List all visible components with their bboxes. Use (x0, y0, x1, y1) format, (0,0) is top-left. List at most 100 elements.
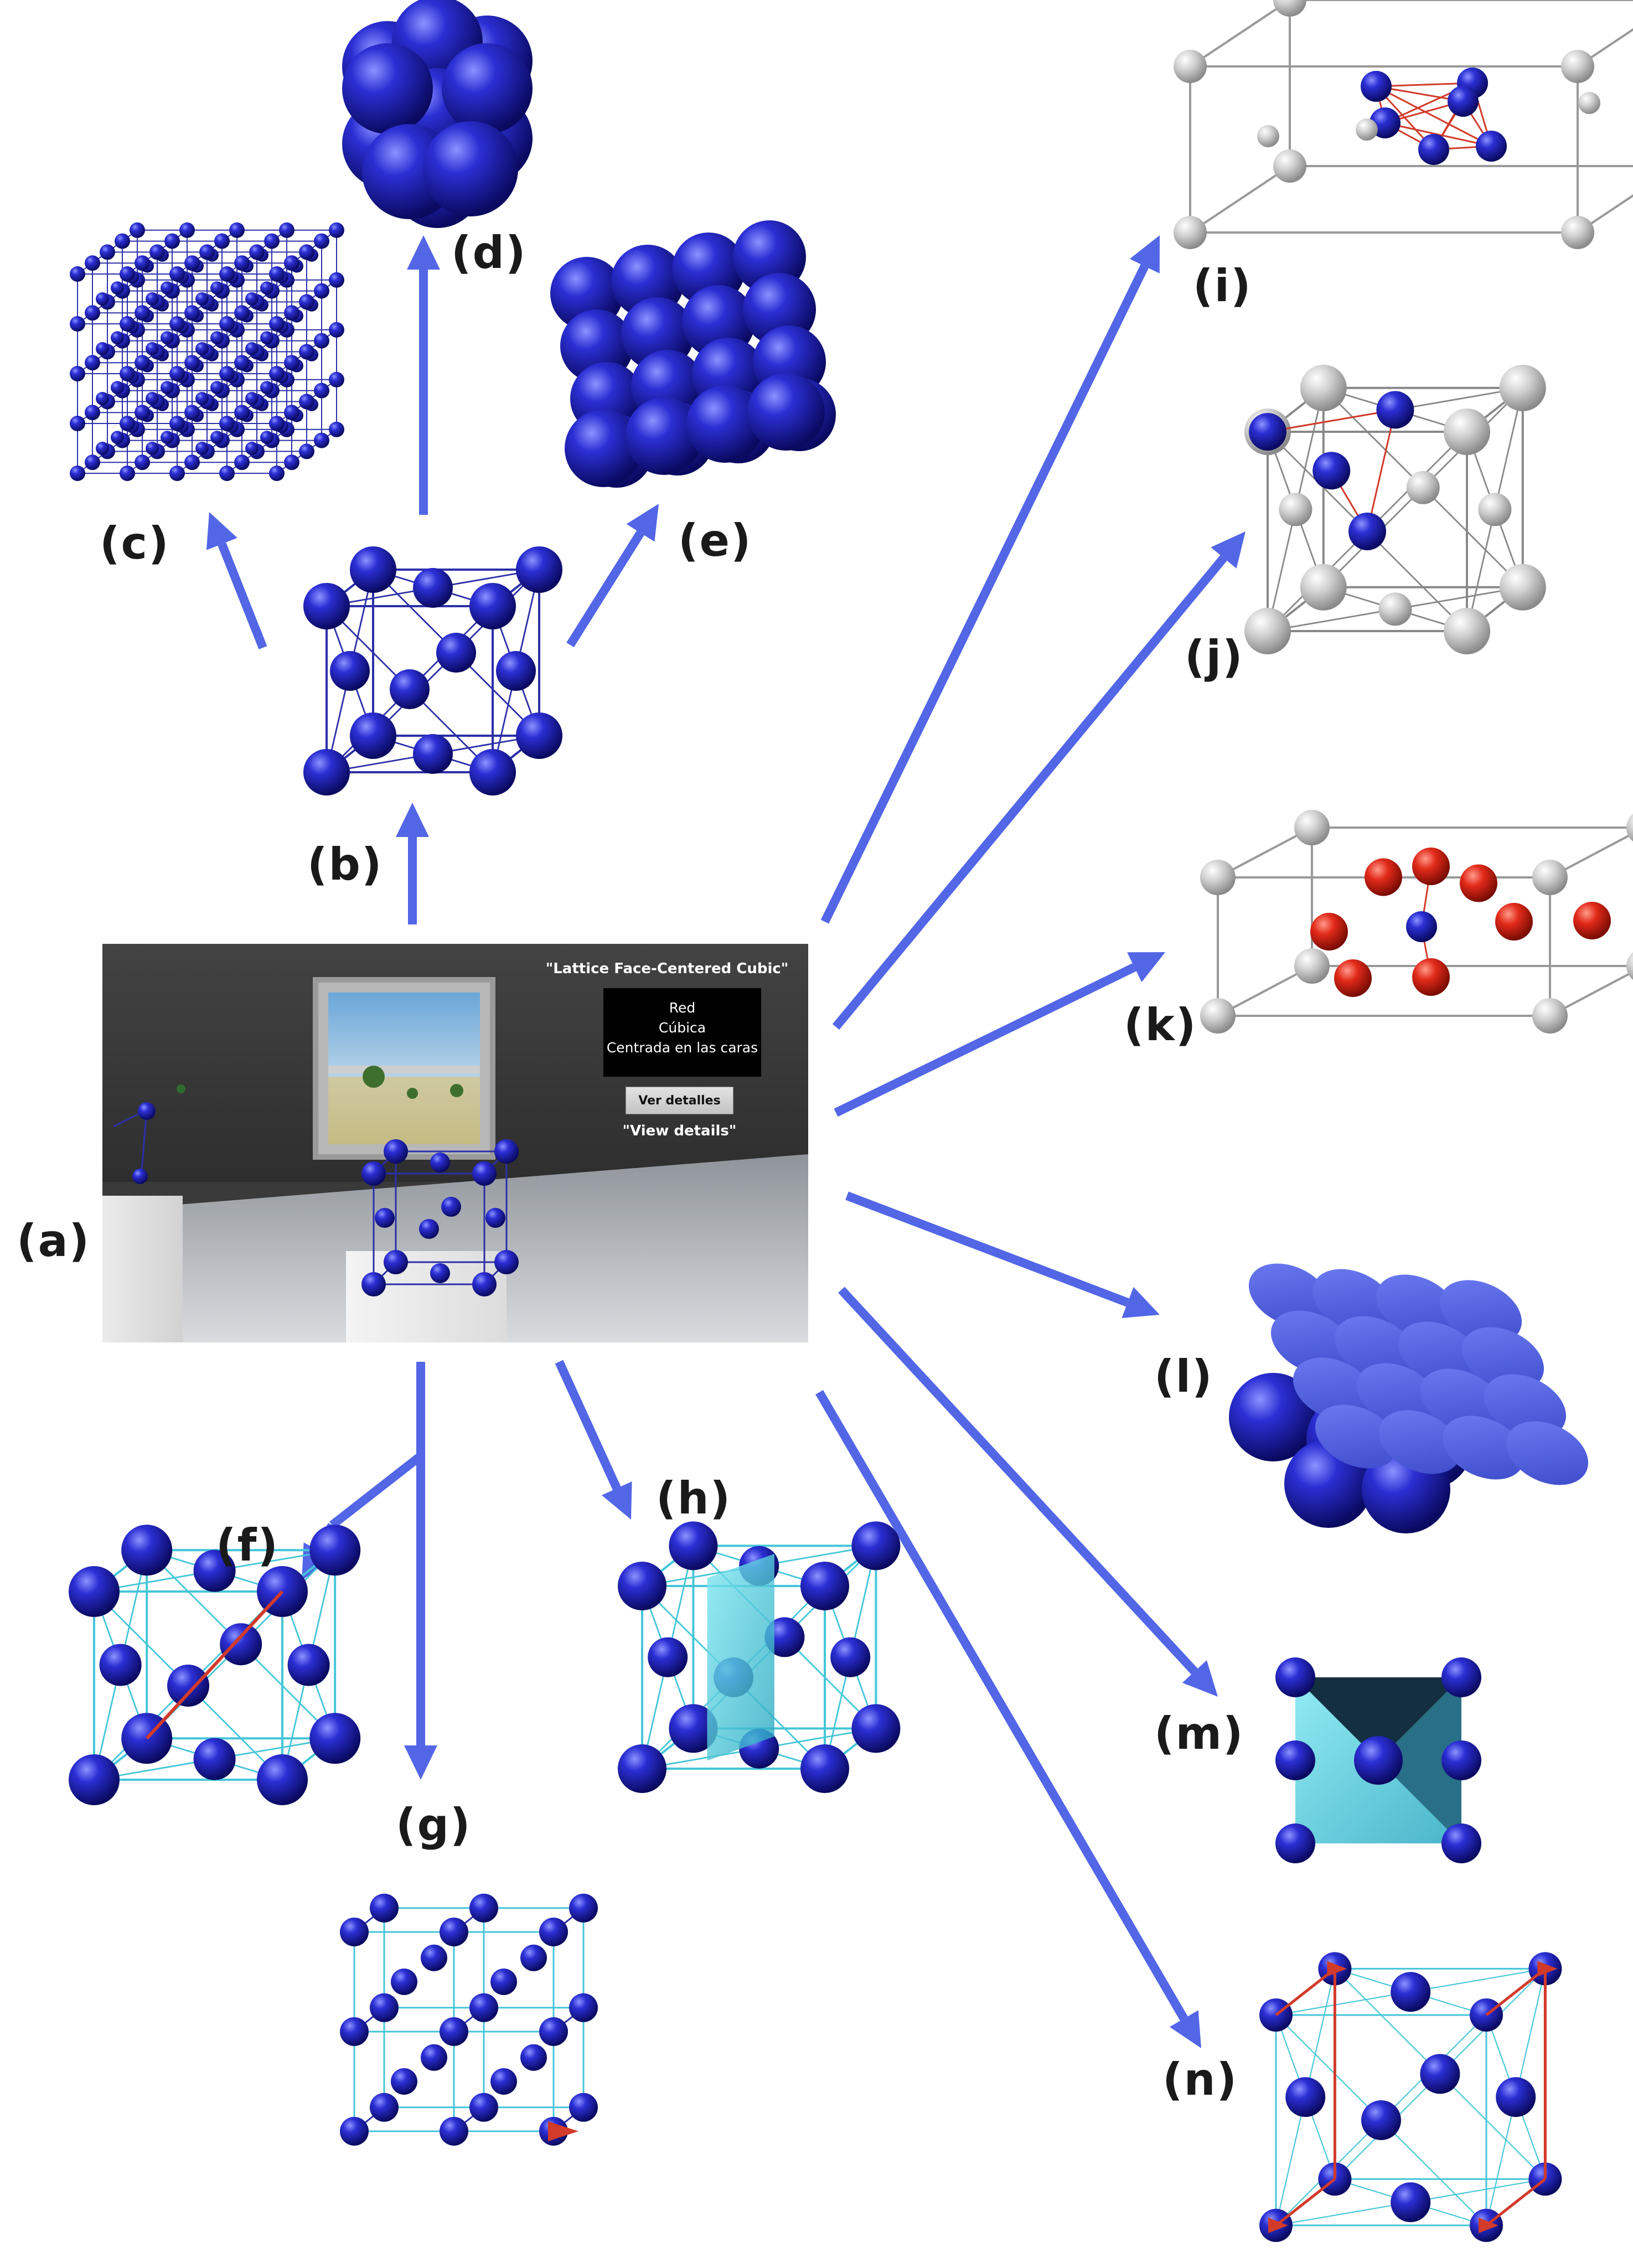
atom-sphere-icon (210, 431, 224, 445)
lattice-panel-n (1259, 1952, 1562, 2242)
atom-sphere-icon (419, 1219, 439, 1239)
atom-sphere-icon (138, 1102, 156, 1120)
arrow-icon (845, 1191, 1160, 1318)
atom-sphere-icon (329, 272, 344, 288)
atom-sphere-icon (85, 355, 100, 371)
atom-sphere-icon (220, 1623, 262, 1666)
atom-sphere-icon (193, 1549, 236, 1592)
void-face (1295, 1677, 1461, 1760)
atom-sphere-icon (161, 431, 174, 445)
atom-sphere-icon (135, 405, 150, 421)
view-details-button[interactable]: Ver detalles (626, 1087, 733, 1114)
atom-sphere-icon (851, 1704, 901, 1753)
atom-sphere-icon (164, 233, 180, 249)
atom-sphere-icon (565, 410, 642, 487)
lattice-panel-f (69, 1525, 361, 1805)
atom-sphere-icon (1300, 564, 1347, 611)
atom-sphere-icon (1279, 493, 1312, 526)
atom-sphere-icon (441, 1197, 461, 1217)
atom-sphere-icon (299, 394, 314, 410)
atom-sphere-icon (264, 233, 280, 249)
atom-sphere-icon (169, 466, 185, 481)
atom-sphere-icon (329, 222, 344, 238)
atom-sphere-icon (199, 244, 215, 260)
lattice-panel-i (1174, 0, 1633, 249)
vr-screenshot-panel-a: "Lattice Face-Centered Cubic" Red Cúbica… (102, 944, 808, 1342)
atom-sphere-icon (430, 1263, 450, 1283)
arrow-icon (820, 235, 1160, 924)
atom-sphere-icon (299, 244, 314, 260)
atom-sphere-icon (161, 281, 174, 295)
atom-sphere-icon (1412, 848, 1450, 885)
tree-icon (450, 1084, 463, 1097)
arrow-icon (555, 1360, 632, 1520)
atom-sphere-icon (70, 316, 85, 332)
atom-sphere-icon (111, 431, 124, 445)
atom-sphere-icon (1249, 413, 1286, 451)
atom-sphere-icon (99, 1644, 142, 1686)
atom-sphere-icon (85, 255, 100, 271)
atom-sphere-icon (494, 1139, 519, 1164)
lattice-panel-j (1244, 364, 1546, 654)
atom-sphere-icon (1626, 814, 1633, 841)
atom-sphere-icon (1361, 71, 1392, 102)
atom-sphere-icon (520, 1944, 547, 1971)
atom-sphere-icon (70, 416, 85, 431)
atom-sphere-icon (430, 1153, 450, 1172)
atom-sphere-icon (1275, 1823, 1315, 1863)
arrow-icon (329, 1452, 423, 1529)
label-l: (l) (1154, 1351, 1213, 1402)
atom-sphere-icon (287, 1644, 330, 1686)
atom-sphere-icon (1294, 810, 1330, 845)
atom-sphere-icon (1573, 902, 1611, 939)
atom-sphere-icon (1460, 864, 1497, 902)
atom-sphere-icon (1561, 50, 1594, 83)
disc-icon (1398, 1321, 1481, 1386)
atom-sphere-icon (219, 316, 235, 332)
atom-sphere-icon (469, 749, 516, 795)
atom-sphere-icon (111, 331, 124, 345)
label-a: (a) (17, 1215, 91, 1267)
atom-sphere-icon (96, 442, 109, 455)
atom-sphere-icon (490, 2068, 517, 2095)
atom-sphere-icon (184, 305, 200, 321)
axis-arrow-icon (1479, 2218, 1498, 2233)
atom-sphere-icon (184, 405, 200, 421)
atom-sphere-icon (1441, 1740, 1481, 1780)
info-line-red: Red (669, 1000, 696, 1016)
disc-icon (1420, 1368, 1503, 1433)
atom-sphere-icon (1496, 2077, 1536, 2117)
atom-sphere-icon (234, 255, 250, 271)
atom-sphere-icon (469, 2093, 498, 2122)
info-line-cubica: Cúbica (658, 1020, 706, 1036)
atom-sphere-icon (648, 1637, 688, 1677)
atom-sphere-icon (269, 266, 285, 282)
atom-sphere-icon (375, 1208, 395, 1228)
atom-sphere-icon (179, 222, 195, 238)
atom-sphere-icon (485, 1208, 505, 1228)
atom-sphere-icon (1273, 149, 1306, 183)
lattice-panel-c (70, 222, 344, 481)
atom-sphere-icon (440, 1918, 468, 1946)
atom-sphere-icon (1444, 409, 1490, 455)
atom-sphere-icon (1578, 92, 1600, 114)
atom-sphere-icon (269, 316, 285, 332)
disc-icon (1312, 1269, 1395, 1333)
atom-sphere-icon (340, 1918, 369, 1946)
atom-sphere-icon (210, 281, 224, 295)
atom-sphere-icon (161, 331, 174, 345)
label-m: (m) (1154, 1708, 1244, 1759)
atom-sphere-icon (469, 1993, 498, 2022)
axis-arrow-icon (1537, 1961, 1558, 1977)
atom-sphere-icon (100, 244, 115, 260)
atom-sphere-icon (184, 255, 200, 271)
atom-sphere-icon (361, 1161, 386, 1186)
atom-sphere-icon (303, 749, 350, 795)
tree-icon (407, 1088, 418, 1099)
atom-sphere-icon (1626, 952, 1633, 980)
atom-sphere-icon (214, 233, 230, 249)
atom-sphere-icon (340, 2117, 369, 2146)
atom-sphere-icon (851, 1521, 901, 1570)
lattice-panel-g (340, 1893, 598, 2146)
axis-arrow-icon (1327, 1961, 1347, 1977)
